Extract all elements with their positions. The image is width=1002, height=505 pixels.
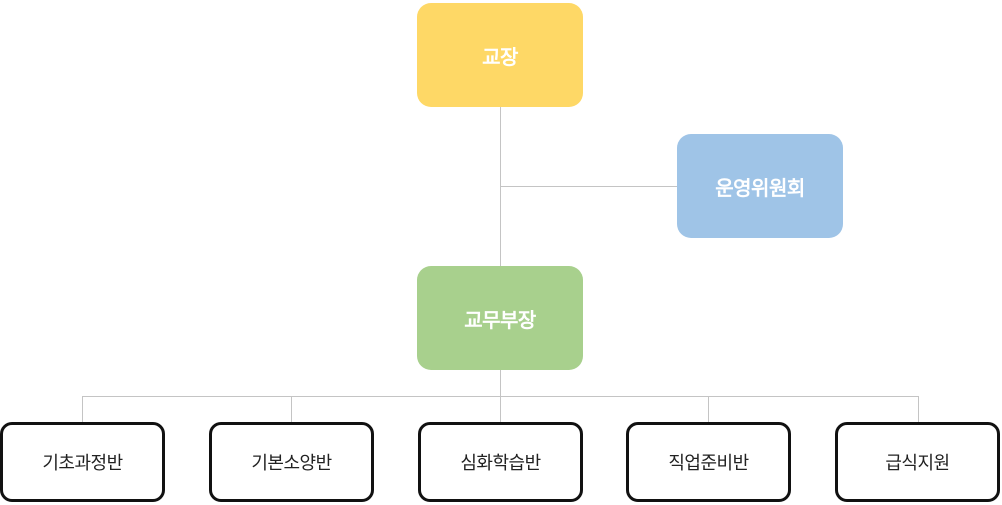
connector-units-horizontal <box>82 396 919 397</box>
unit-box-basic-course: 기초과정반 <box>0 422 165 502</box>
unit-box-meal-support: 급식지원 <box>835 422 1000 502</box>
unit-label: 직업준비반 <box>668 453 749 474</box>
director-label: 교무부장 <box>464 307 536 332</box>
connector-unit-1 <box>82 396 83 422</box>
principal-label: 교장 <box>482 44 518 69</box>
unit-label: 기본소양반 <box>251 453 332 474</box>
committee-label: 운영위원회 <box>715 175 805 200</box>
connector-unit-2 <box>291 396 292 422</box>
unit-label: 급식지원 <box>885 453 950 474</box>
director-box: 교무부장 <box>417 266 583 370</box>
connector-principal-director <box>500 107 501 267</box>
unit-box-basic-literacy: 기본소양반 <box>209 422 374 502</box>
unit-label: 기초과정반 <box>42 453 123 474</box>
committee-box: 운영위원회 <box>677 134 843 238</box>
connector-committee <box>500 186 677 187</box>
connector-unit-5 <box>918 396 919 422</box>
unit-box-vocational-prep: 직업준비반 <box>626 422 791 502</box>
principal-box: 교장 <box>417 3 583 107</box>
unit-box-advanced-learning: 심화학습반 <box>418 422 583 502</box>
connector-unit-4 <box>708 396 709 422</box>
unit-label: 심화학습반 <box>460 453 541 474</box>
